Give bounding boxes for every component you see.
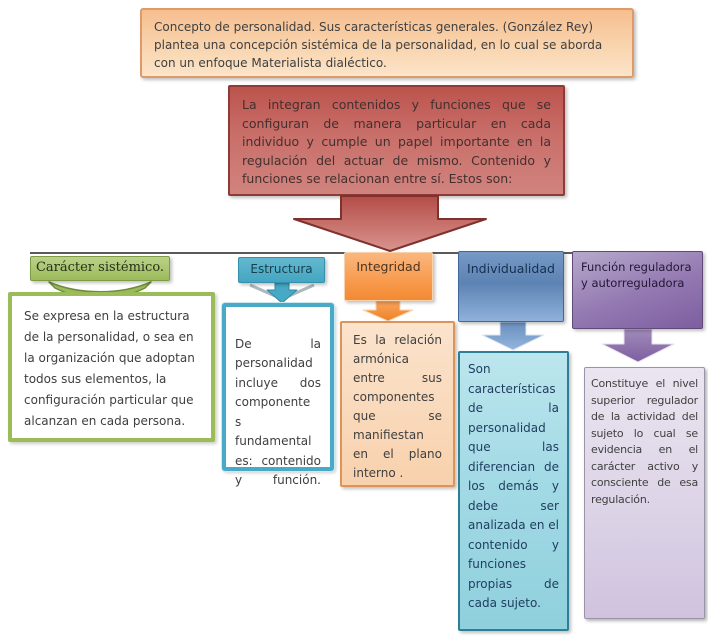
blue-down-arrow-icon — [481, 322, 545, 351]
branch-description-estructura: De la personalidad incluye dos component… — [222, 303, 334, 487]
orange-down-arrow-icon — [362, 301, 414, 322]
branch-label-text: Función reguladora y autorreguladora — [581, 260, 692, 290]
branch-description-caracter-sistemico: Se expresa en la estructura de la person… — [8, 292, 215, 442]
branch-label-text: Integridad — [356, 259, 421, 274]
branch-description-integridad: Es la relación armónica entre sus compon… — [340, 321, 455, 487]
intro-text: La integran contenidos y funciones que s… — [242, 97, 551, 186]
big-down-arrow-icon — [293, 195, 487, 252]
teal-down-arrow-icon — [249, 283, 315, 304]
branch-label-text: Individualidad — [467, 261, 555, 276]
branch-description-text: Son características de la personalidad q… — [468, 362, 559, 610]
branch-label-individualidad: Individualidad — [458, 251, 564, 322]
title-box: Concepto de personalidad. Sus caracterís… — [140, 8, 634, 78]
branch-description-text: Se expresa en la estructura de la person… — [24, 309, 195, 428]
branch-label-text: Estructura — [250, 262, 313, 276]
title-text: Concepto de personalidad. Sus caracterís… — [154, 20, 603, 70]
branch-description-text: Es la relación armónica entre sus compon… — [353, 333, 442, 480]
branch-description-funcion-reguladora: Constituye el nivel superior regulador d… — [584, 367, 705, 619]
branch-label-integridad: Integridad — [344, 252, 433, 301]
branch-label-funcion-reguladora: Función reguladora y autorreguladora — [572, 251, 703, 329]
branch-label-caracter-sistemico: Carácter sistémico. — [30, 256, 170, 281]
branch-label-text: Carácter sistémico. — [35, 260, 165, 275]
branch-description-text: De la personalidad incluye dos component… — [235, 336, 321, 488]
purple-down-arrow-icon — [601, 329, 675, 363]
intro-box: La integran contenidos y funciones que s… — [228, 85, 565, 196]
branch-description-individualidad: Son características de la personalidad q… — [458, 351, 569, 631]
branch-description-text: Constituye el nivel superior regulador d… — [591, 377, 698, 506]
branch-label-estructura: Estructura — [238, 257, 325, 283]
